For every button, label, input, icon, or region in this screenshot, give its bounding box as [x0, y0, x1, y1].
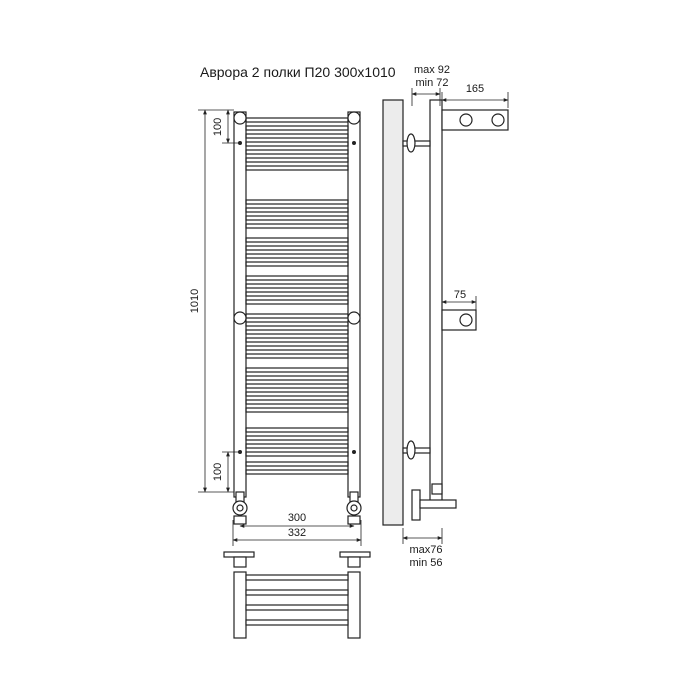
dim-height: 1010 [189, 289, 201, 313]
front-view [232, 111, 362, 525]
wall [382, 99, 404, 526]
side-view [382, 99, 509, 526]
right-valve [346, 491, 362, 525]
middle-shelf-side [441, 309, 477, 331]
dim-top-spacing: 100 [212, 118, 224, 136]
wall-brackets [402, 133, 431, 460]
bottom-right-valve [339, 551, 371, 568]
bar-group-1 [245, 199, 349, 305]
drawing-title: Аврора 2 полки П20 300х1010 [200, 64, 396, 80]
bar-group-2 [245, 367, 349, 475]
left-valve [232, 491, 248, 525]
dim-shelf-depth-mid: 75 [454, 289, 466, 301]
heater-side-tube [429, 99, 443, 508]
middle-shelf-bars [245, 313, 349, 359]
left-rail [233, 111, 247, 498]
mount-brackets [233, 111, 361, 325]
dim-bottom-gap-min: min 56 [409, 557, 442, 569]
top-shelf-bars [245, 117, 349, 171]
bottom-left-rail [233, 571, 247, 639]
mount-dots [238, 141, 356, 454]
side-dimensions [402, 88, 509, 544]
dim-bottom-spacing: 100 [212, 463, 224, 481]
front-dimensions [198, 109, 362, 546]
dim-wall-gap-min: min 72 [415, 77, 448, 89]
bottom-left-valve [223, 551, 255, 568]
top-shelf-side [441, 109, 509, 131]
dim-axis-width: 300 [288, 512, 306, 524]
dim-shelf-depth-top: 165 [466, 83, 484, 95]
dim-wall-gap-max: max 92 [414, 64, 450, 76]
bottom-right-rail [347, 571, 361, 639]
bottom-view [223, 551, 371, 639]
dim-total-width: 332 [288, 527, 306, 539]
side-valve [411, 483, 457, 521]
dim-bottom-gap-max: max76 [409, 544, 442, 556]
right-rail [347, 111, 361, 498]
